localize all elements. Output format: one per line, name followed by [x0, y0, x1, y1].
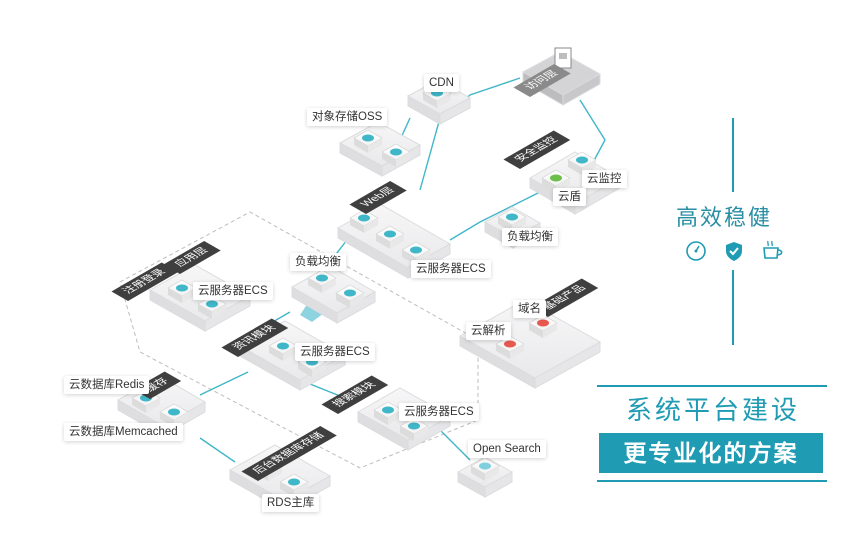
redis-label: 云数据库Redis: [64, 376, 150, 394]
efficiency-title: 高效稳健: [676, 205, 773, 230]
cloud-shield-label: 云盾: [553, 188, 586, 206]
cube-web-1: [349, 209, 379, 233]
cube-oss-2: [381, 143, 411, 167]
shield-check-icon: [726, 242, 742, 261]
cdn-label: CDN: [424, 74, 459, 92]
register-ecs-label: 云服务器ECS: [193, 282, 273, 300]
right-vertical-line: [732, 118, 734, 192]
cube-lb-left-2: [335, 284, 365, 308]
oss-platform: [338, 121, 422, 177]
cube-web-2: [375, 225, 405, 249]
cube-rds-2: [279, 473, 309, 497]
line-access-to-security: [579, 99, 606, 169]
search-ecs-label: 云服务器ECS: [399, 403, 479, 421]
line-info-to-redis: [199, 371, 249, 396]
app-zone-outline: [119, 211, 479, 469]
cube-dns: [495, 335, 525, 359]
platform-subheading: 更专业化的方案: [599, 433, 823, 473]
cube-domain: [528, 314, 558, 338]
panel-bottom-border: [597, 480, 827, 482]
rds-label: RDS主库: [262, 494, 320, 512]
oss-label: 对象存储OSS: [307, 108, 388, 126]
service-cubes: [131, 84, 597, 497]
basic-platform: [458, 299, 602, 389]
line-redis-to-rds: [199, 437, 236, 463]
cube-register-1: [167, 279, 197, 303]
cube-search-2: [399, 417, 429, 441]
platform-heading: 系统平台建设: [625, 395, 800, 425]
cube-lb-left-1: [307, 269, 337, 293]
lb-left-label: 负载均衡: [290, 253, 346, 271]
lb-top-label: 负载均衡: [502, 228, 558, 246]
right-vertical-line-lower: [732, 270, 734, 345]
opensearch-label: Open Search: [468, 440, 546, 458]
domain-label: 域名: [513, 300, 546, 318]
panel-top-border: [597, 385, 827, 387]
info-ecs-label: 云服务器ECS: [295, 343, 375, 361]
line-cdn-to-web: [419, 117, 441, 191]
cube-oss-1: [353, 129, 383, 153]
line-security-to-lb: [449, 191, 541, 241]
cube-shield: [541, 169, 571, 193]
web-ecs-label: 云服务器ECS: [411, 260, 491, 278]
cloud-monitor-label: 云监控: [582, 170, 627, 188]
coffee-cup-icon: [763, 240, 783, 259]
speedometer-icon: [686, 241, 706, 261]
memcached-label: 云数据库Memcached: [64, 423, 183, 441]
dns-label: 云解析: [466, 322, 511, 340]
line-search-to-opensearch: [439, 429, 471, 461]
cube-opensearch: [470, 457, 500, 481]
cube-search-1: [373, 401, 403, 425]
access-terminal-icon: [554, 47, 572, 69]
